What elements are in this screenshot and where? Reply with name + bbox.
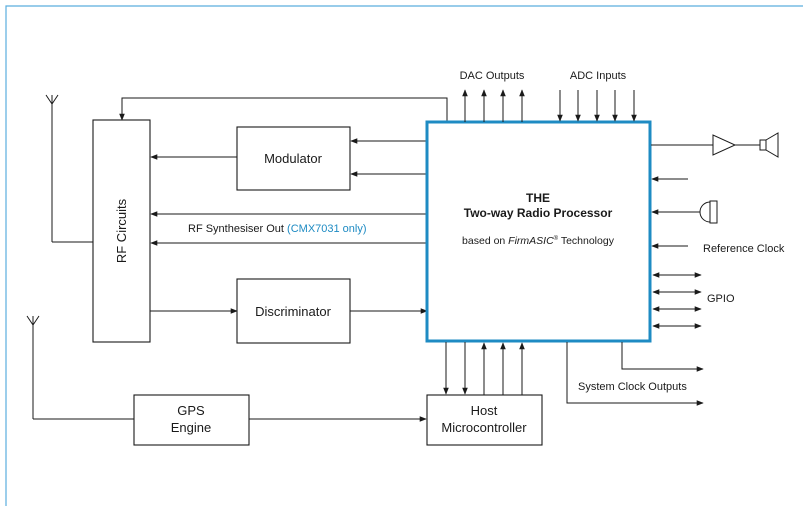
- sys-clock-arrow-1: [621, 342, 704, 372]
- adc-input-arrows: [557, 90, 637, 122]
- gps-label-1: GPS: [177, 403, 205, 418]
- tech-prefix: based on: [462, 235, 508, 247]
- gpio-arrows: [652, 272, 702, 329]
- rf-circuits-label: RF Circuits: [114, 198, 129, 263]
- tech-reg: ®: [554, 235, 559, 242]
- dac-output-arrows: [462, 89, 525, 122]
- processor-to-rf-loop: [119, 97, 448, 122]
- modulator-label: Modulator: [264, 151, 322, 166]
- processor-technology: based on FirmASIC® Technology: [462, 235, 615, 247]
- processor-host-bus: [443, 342, 525, 395]
- microphone-icon: [699, 200, 718, 224]
- system-clock-outputs-label: System Clock Outputs: [578, 381, 687, 393]
- rf-circuits-block: [92, 119, 151, 343]
- antenna-2-icon: [26, 315, 40, 419]
- processor-title-2: Two-way Radio Processor: [464, 206, 613, 220]
- page-border: [5, 5, 803, 506]
- processor-title-1: THE: [526, 191, 550, 205]
- host-microcontroller-block: [426, 394, 543, 446]
- rf-synth-label: RF Synthesiser Out (CMX7031 only): [188, 223, 367, 235]
- reference-clock-label: Reference Clock: [703, 243, 785, 255]
- speaker-icon: [759, 132, 779, 158]
- tech-brand: FirmASIC: [508, 235, 554, 247]
- sys-clock-arrow-2: [566, 342, 704, 406]
- dac-outputs-label: DAC Outputs: [460, 70, 525, 82]
- rf-synth-note: (CMX7031 only): [287, 223, 366, 235]
- rf-synth-out-text: RF Synthesiser Out: [188, 223, 287, 235]
- host-label-2: Microcontroller: [441, 420, 527, 435]
- amplifier-icon: [712, 134, 760, 156]
- modulator-block: [236, 126, 351, 191]
- tech-suffix: Technology: [558, 235, 615, 247]
- antenna-1-icon: [45, 94, 59, 242]
- gps-label-2: Engine: [171, 420, 211, 435]
- gpio-label: GPIO: [707, 293, 735, 305]
- adc-inputs-label: ADC Inputs: [570, 70, 627, 82]
- discriminator-label: Discriminator: [255, 304, 332, 319]
- host-label-1: Host: [471, 403, 498, 418]
- gps-engine-block: [133, 394, 250, 446]
- radio-processor-block: [425, 120, 652, 343]
